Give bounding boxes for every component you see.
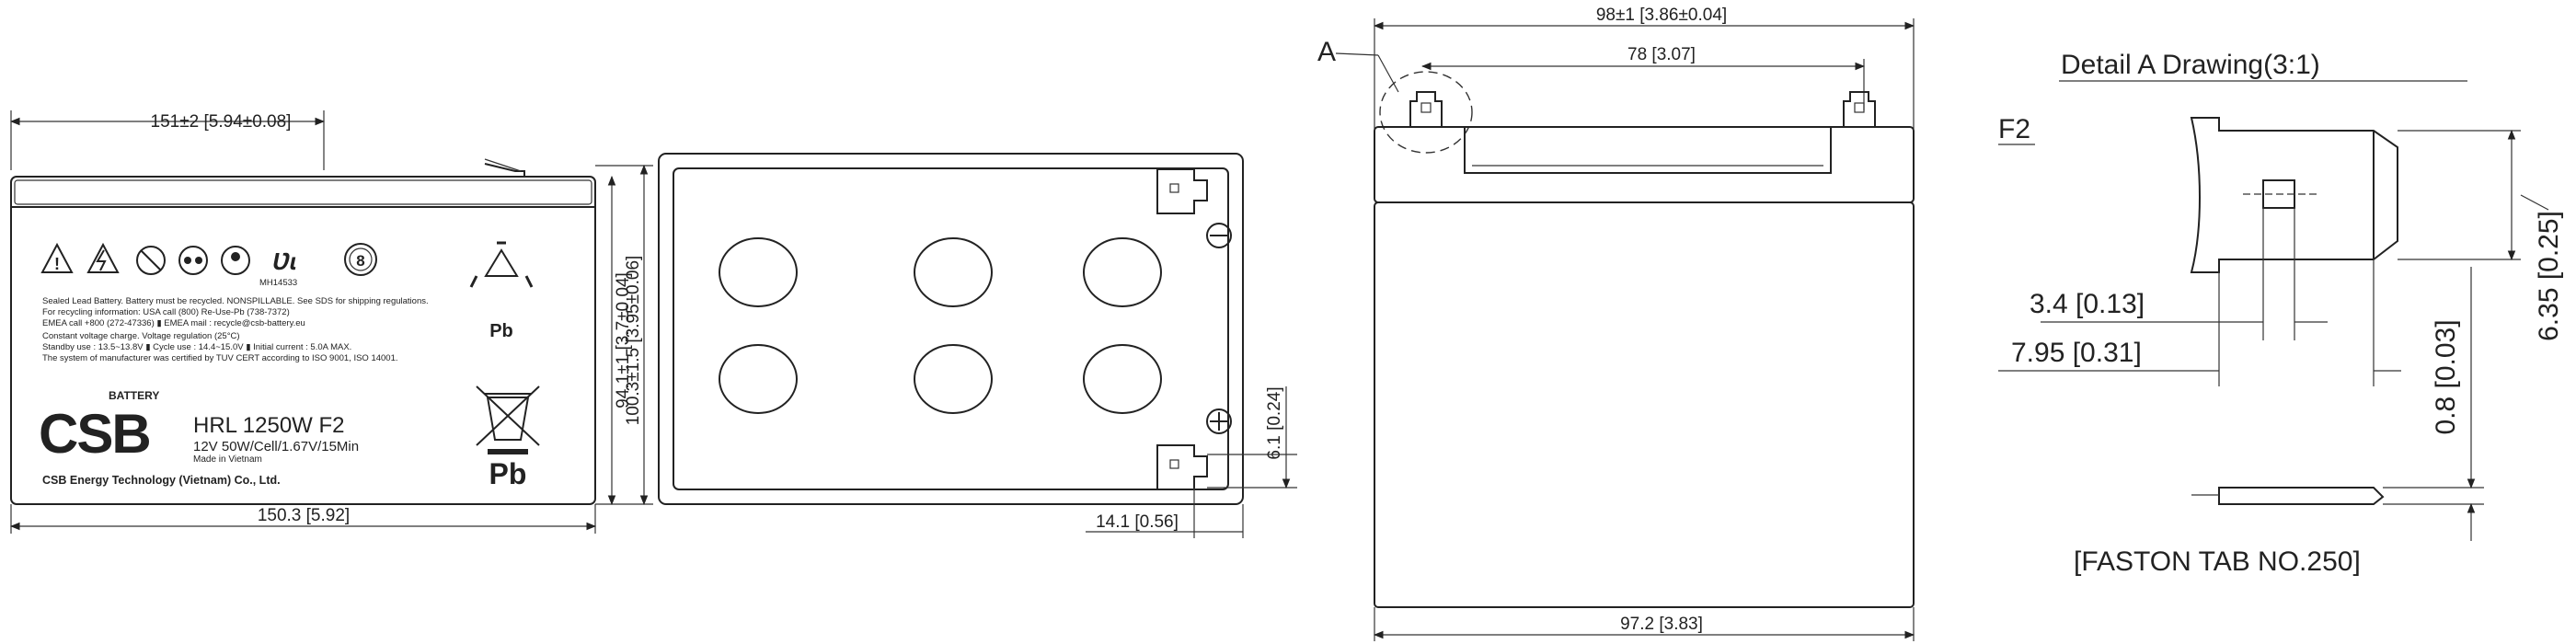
dim-bottom-length: 150.3 [5.92] bbox=[258, 506, 350, 525]
dim-terminal-height: 6.1 [0.24] bbox=[1265, 386, 1284, 459]
faston-tab-outline bbox=[2190, 117, 2398, 273]
cell-cap-5 bbox=[914, 344, 993, 414]
battery-front-body bbox=[10, 176, 596, 505]
made-in: Made in Vietnam bbox=[193, 454, 262, 465]
svg-text:For recycling information: USA: For recycling information: USA call (800… bbox=[42, 307, 290, 317]
model-spec: 12V 50W/Cell/1.67V/15Min bbox=[193, 439, 359, 454]
cell-cap-3 bbox=[1083, 237, 1162, 307]
detail-caption: [FASTON TAB NO.250] bbox=[2074, 546, 2361, 577]
dim-length-label: 151±2 [5.94±0.08] bbox=[151, 112, 292, 132]
cell-cap-1 bbox=[719, 237, 798, 307]
svg-text:EMEA call +800 (272-47336) ▮: EMEA call +800 (272-47336) ▮ EMEA mail :… bbox=[42, 318, 305, 328]
cell-cap-4 bbox=[719, 344, 798, 414]
ul-code: MH14533 bbox=[259, 278, 297, 288]
dim-terminal-span: 78 [3.07] bbox=[1627, 45, 1696, 64]
cell-count-badge-icon bbox=[344, 243, 377, 276]
dim-height-a: 94.1±1 [3.7±0.04] bbox=[614, 272, 633, 408]
warning-text-block: Sealed Lead Battery. Battery must be rec… bbox=[42, 296, 429, 363]
svg-text:CSB: CSB bbox=[39, 403, 150, 465]
side-view: 98±1 [3.86±0.04] 78 [3.07] A 97.2 [3.83] bbox=[1317, 6, 1915, 641]
electric-hazard-icon bbox=[86, 242, 120, 273]
crossed-bin-icon: Pb bbox=[476, 385, 540, 490]
ul-mark: Ʋɩ bbox=[272, 247, 296, 275]
svg-text:Pb: Pb bbox=[489, 457, 527, 490]
front-view: 151±2 [5.94±0.08] ! Ʋɩ MH14533 8 bbox=[9, 110, 653, 534]
terminal-positive bbox=[1156, 444, 1208, 490]
detail-dim-3: 6.35 [0.25] bbox=[2534, 211, 2564, 341]
dim-side-width: 98±1 [3.86±0.04] bbox=[1596, 6, 1727, 25]
svg-text:!: ! bbox=[54, 255, 60, 273]
top-view: 6.1 [0.24] 14.1 [0.56] bbox=[658, 153, 1297, 538]
warning-icons: ! Ʋɩ MH14533 8 bbox=[40, 242, 377, 288]
negative-marker-icon bbox=[1206, 223, 1232, 248]
svg-text:Constant voltage charge. Volta: Constant voltage charge. Voltage regulat… bbox=[42, 331, 240, 341]
detail-callout-label: A bbox=[1317, 37, 1336, 67]
svg-text:8: 8 bbox=[356, 252, 364, 270]
top-view-outer bbox=[658, 153, 1244, 505]
model-name: HRL 1250W F2 bbox=[193, 413, 345, 438]
detail-dim-4: 0.8 [0.03] bbox=[2431, 319, 2461, 434]
company-name: CSB Energy Technology (Vietnam) Co., Ltd… bbox=[42, 474, 281, 487]
detail-tag: F2 bbox=[1998, 114, 2030, 144]
recycle-icon: Pb bbox=[469, 241, 534, 341]
svg-text:Standby use : 13.5~13.8V ▮ C: Standby use : 13.5~13.8V ▮ Cycle use : 1… bbox=[42, 342, 351, 352]
side-terminal-left bbox=[1409, 91, 1443, 127]
detail-dim-1: 3.4 [0.13] bbox=[2030, 289, 2145, 319]
terminal-negative bbox=[1156, 168, 1208, 214]
svg-text:BATTERY: BATTERY bbox=[109, 389, 159, 402]
cell-cap-6 bbox=[1083, 344, 1162, 414]
faston-tab-profile bbox=[2218, 487, 2385, 505]
dim-height-b: 100.3±1.5 [3.95±0.06] bbox=[624, 256, 643, 426]
eye-protection-icon bbox=[178, 246, 208, 275]
cell-cap-2 bbox=[914, 237, 993, 307]
detail-title: Detail A Drawing(3:1) bbox=[2061, 50, 2320, 80]
warning-triangle-icon bbox=[40, 242, 74, 273]
child-warning-icon bbox=[221, 246, 250, 275]
positive-marker-icon bbox=[1206, 408, 1232, 434]
svg-text:The system of manufacturer was: The system of manufacturer was certified… bbox=[42, 353, 398, 363]
side-body bbox=[1374, 201, 1915, 608]
dim-side-bottom: 97.2 [3.83] bbox=[1620, 615, 1703, 634]
svg-text:Pb: Pb bbox=[489, 321, 513, 341]
detail-dim-2: 7.95 [0.31] bbox=[2011, 338, 2142, 368]
no-fire-icon bbox=[136, 246, 166, 275]
csb-logo: BATTERY CSB bbox=[39, 389, 159, 465]
detail-a: Detail A Drawing(3:1) F2 6.35 [0.25] 3.4… bbox=[1998, 50, 2564, 577]
svg-text:Sealed Lead Battery. Battery m: Sealed Lead Battery. Battery must be rec… bbox=[42, 296, 429, 306]
side-lid bbox=[1374, 126, 1915, 203]
side-terminal-right bbox=[1843, 91, 1876, 127]
top-view-inner bbox=[673, 167, 1229, 490]
dim-terminal-offset: 14.1 [0.56] bbox=[1096, 512, 1179, 532]
detail-a-circle bbox=[1379, 71, 1473, 154]
